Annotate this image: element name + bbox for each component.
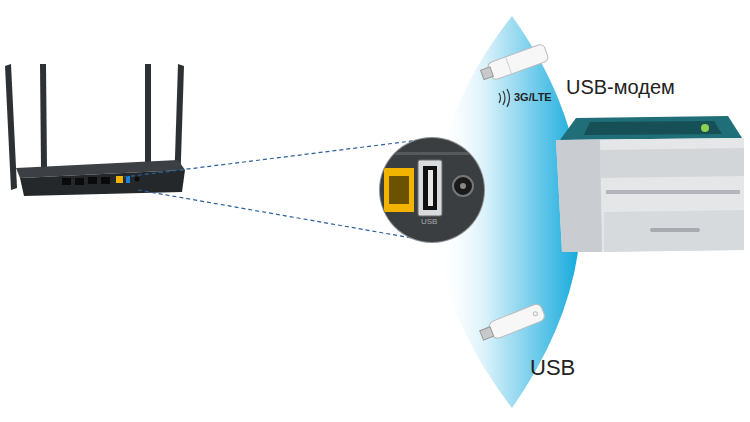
signal-label: 3G/LTE [514, 91, 552, 103]
device-label: USB [530, 356, 575, 380]
printer [556, 116, 744, 252]
usb-flash-drive [478, 302, 546, 343]
zoom-line [138, 190, 412, 238]
device-label: USB-модем [566, 76, 675, 98]
signal-icon [499, 89, 510, 107]
router [5, 64, 185, 196]
zoom-line [124, 140, 420, 177]
port-zoom [378, 136, 488, 246]
port-label: USB [421, 218, 437, 227]
usb-modem [479, 43, 549, 83]
